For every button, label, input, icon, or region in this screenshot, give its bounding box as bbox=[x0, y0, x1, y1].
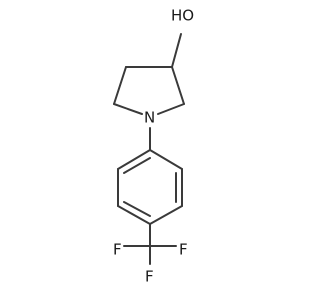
bond-double-inner-3 bbox=[123, 201, 151, 217]
atom-label-fluorine-left: F bbox=[113, 241, 122, 259]
atom-label-hydroxyl: HO bbox=[171, 7, 194, 25]
atom-label-fluorine-right: F bbox=[179, 241, 188, 259]
bond-c4-c5 bbox=[113, 66, 127, 105]
atom-label-fluorine-bottom: F bbox=[145, 268, 154, 286]
bond-ar1-ar2 bbox=[149, 149, 183, 170]
bond-c3-oh bbox=[171, 33, 182, 68]
structure-diagram: HO N F F F bbox=[113, 7, 194, 286]
bond-c3-c2 bbox=[171, 66, 185, 105]
bond-n-c2 bbox=[157, 103, 185, 115]
bond-ar3-ar4 bbox=[149, 205, 183, 225]
bond-ar4-ar5 bbox=[117, 205, 151, 225]
bond-ar6-ar1 bbox=[117, 149, 151, 170]
bond-c5-n bbox=[113, 103, 143, 115]
bond-double-inner-1 bbox=[123, 157, 151, 174]
atom-label-nitrogen: N bbox=[144, 109, 155, 127]
